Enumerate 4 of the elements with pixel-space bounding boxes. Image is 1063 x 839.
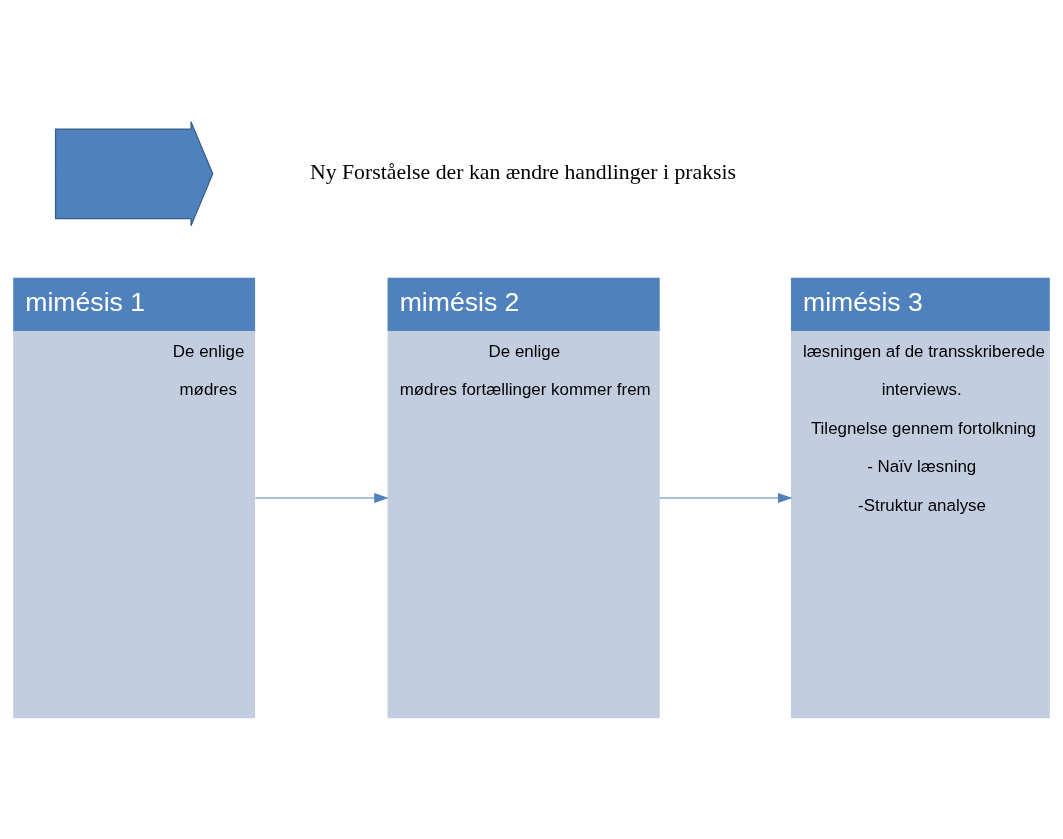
arrow <box>254 492 389 503</box>
label: Ny Forståelse der kan ændre handlinger i praksis <box>309 159 737 184</box>
arrow <box>659 492 793 503</box>
node-arrow <box>54 120 214 226</box>
